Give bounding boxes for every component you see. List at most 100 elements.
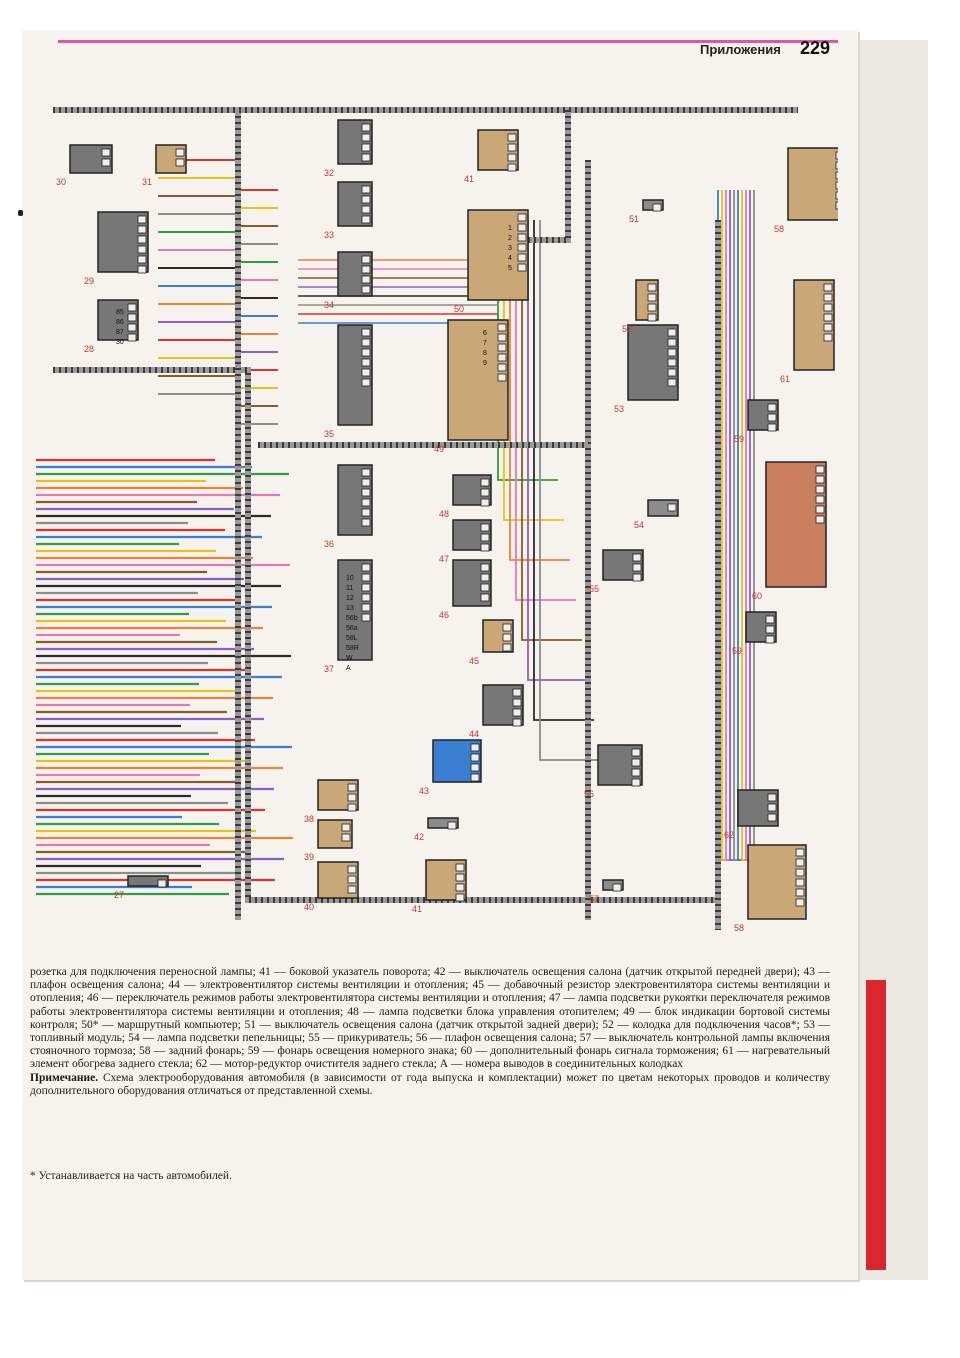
connector-pin bbox=[502, 633, 512, 642]
component-number-27: 27 bbox=[114, 890, 124, 900]
connector-pin bbox=[137, 255, 147, 264]
connector-pin bbox=[835, 171, 838, 180]
connector-pin bbox=[127, 323, 137, 332]
connector-pin bbox=[137, 235, 147, 244]
wire-harness bbox=[36, 159, 794, 896]
connector-pin bbox=[631, 778, 641, 787]
connector-label: 6 bbox=[483, 330, 487, 337]
section-title: Приложения bbox=[700, 42, 781, 57]
wire bbox=[527, 220, 588, 681]
component-number-32: 32 bbox=[324, 168, 334, 178]
connector-pin bbox=[480, 498, 490, 507]
connector-pin bbox=[795, 888, 805, 897]
connector-pin bbox=[823, 333, 833, 342]
wire bbox=[158, 393, 278, 425]
connector-pin bbox=[361, 285, 371, 294]
wire bbox=[497, 220, 558, 481]
connector-pin bbox=[480, 533, 490, 542]
connector-label: 58R bbox=[346, 645, 359, 652]
connector-label: W bbox=[346, 655, 353, 662]
connector-pin bbox=[631, 758, 641, 767]
component-number-50: 50 bbox=[454, 304, 464, 314]
component-number-57: 57 bbox=[589, 894, 599, 904]
connector-pin bbox=[361, 328, 371, 337]
connector-pin bbox=[835, 201, 838, 210]
connector-pin bbox=[767, 403, 777, 412]
component-27 bbox=[127, 875, 169, 887]
legend-text: розетка для подключения переносной лампы… bbox=[30, 966, 830, 1071]
wire bbox=[158, 267, 278, 299]
connector-label: 3 bbox=[508, 245, 512, 252]
connector-pin bbox=[347, 803, 357, 812]
connector-pin bbox=[667, 368, 677, 377]
component-number-33: 33 bbox=[324, 230, 334, 240]
component-number-29: 29 bbox=[84, 276, 94, 286]
connector-pin bbox=[480, 543, 490, 552]
connector-pin bbox=[341, 833, 351, 842]
connector-pin bbox=[815, 475, 825, 484]
connector-label: 2 bbox=[508, 235, 512, 242]
connector-pin bbox=[347, 783, 357, 792]
connector-pin bbox=[480, 583, 490, 592]
connector-pin bbox=[137, 265, 147, 274]
connector-pin bbox=[361, 185, 371, 194]
connector-pin bbox=[815, 505, 825, 514]
connector-pin bbox=[765, 615, 775, 624]
connector-pin bbox=[497, 353, 507, 362]
connector-label: 12 bbox=[346, 595, 354, 602]
component-number-48: 48 bbox=[439, 509, 449, 519]
footnote: * Устанавливается на часть автомобилей. bbox=[30, 1170, 232, 1182]
legend-note: Примечание. Схема электрооборудования ав… bbox=[30, 1072, 830, 1098]
page-number: 229 bbox=[800, 38, 831, 58]
connector-pin bbox=[361, 153, 371, 162]
connector-pin bbox=[101, 148, 111, 157]
wire bbox=[521, 220, 582, 641]
wire bbox=[158, 249, 278, 281]
connector-pin bbox=[632, 563, 642, 572]
connector-pin bbox=[480, 478, 490, 487]
note-label: Примечание. bbox=[30, 1071, 99, 1084]
connector-pin bbox=[361, 498, 371, 507]
connector-pin bbox=[795, 848, 805, 857]
connector-pin bbox=[795, 898, 805, 907]
connector-pin bbox=[795, 868, 805, 877]
component-number-31: 31 bbox=[142, 177, 152, 187]
component-number-52: 52 bbox=[622, 324, 632, 334]
connector-pin bbox=[361, 583, 371, 592]
wire bbox=[158, 303, 278, 335]
connector-pin bbox=[835, 191, 838, 200]
wire bbox=[158, 285, 278, 317]
connector-pin bbox=[361, 378, 371, 387]
connector-pin bbox=[497, 343, 507, 352]
wire bbox=[533, 220, 594, 721]
wire bbox=[158, 213, 278, 245]
next-page-red-edge bbox=[866, 980, 886, 1270]
connector-pin bbox=[361, 143, 371, 152]
connector-pin bbox=[361, 593, 371, 602]
wire bbox=[158, 321, 278, 353]
connector-pin bbox=[835, 161, 838, 170]
connector-pin bbox=[361, 478, 371, 487]
component-number-40: 40 bbox=[304, 902, 314, 912]
component-number-38: 38 bbox=[304, 814, 314, 824]
component-number-47: 47 bbox=[439, 554, 449, 564]
components bbox=[69, 119, 838, 920]
connector-pin bbox=[517, 213, 527, 222]
connector-label: 5 bbox=[508, 265, 512, 272]
connector-pin bbox=[175, 158, 185, 167]
wire bbox=[158, 231, 278, 263]
connector-pin bbox=[632, 553, 642, 562]
connector-pin bbox=[480, 563, 490, 572]
component-number-56: 56 bbox=[584, 789, 594, 799]
component-number-46: 46 bbox=[439, 610, 449, 620]
component-58 bbox=[787, 147, 838, 221]
wire bbox=[158, 339, 278, 371]
component-number-41: 41 bbox=[412, 904, 422, 914]
wire bbox=[509, 220, 570, 561]
connector-pin bbox=[647, 303, 657, 312]
wire bbox=[515, 220, 576, 601]
connector-pin bbox=[347, 793, 357, 802]
connector-pin bbox=[480, 573, 490, 582]
connector-pin bbox=[470, 773, 480, 782]
